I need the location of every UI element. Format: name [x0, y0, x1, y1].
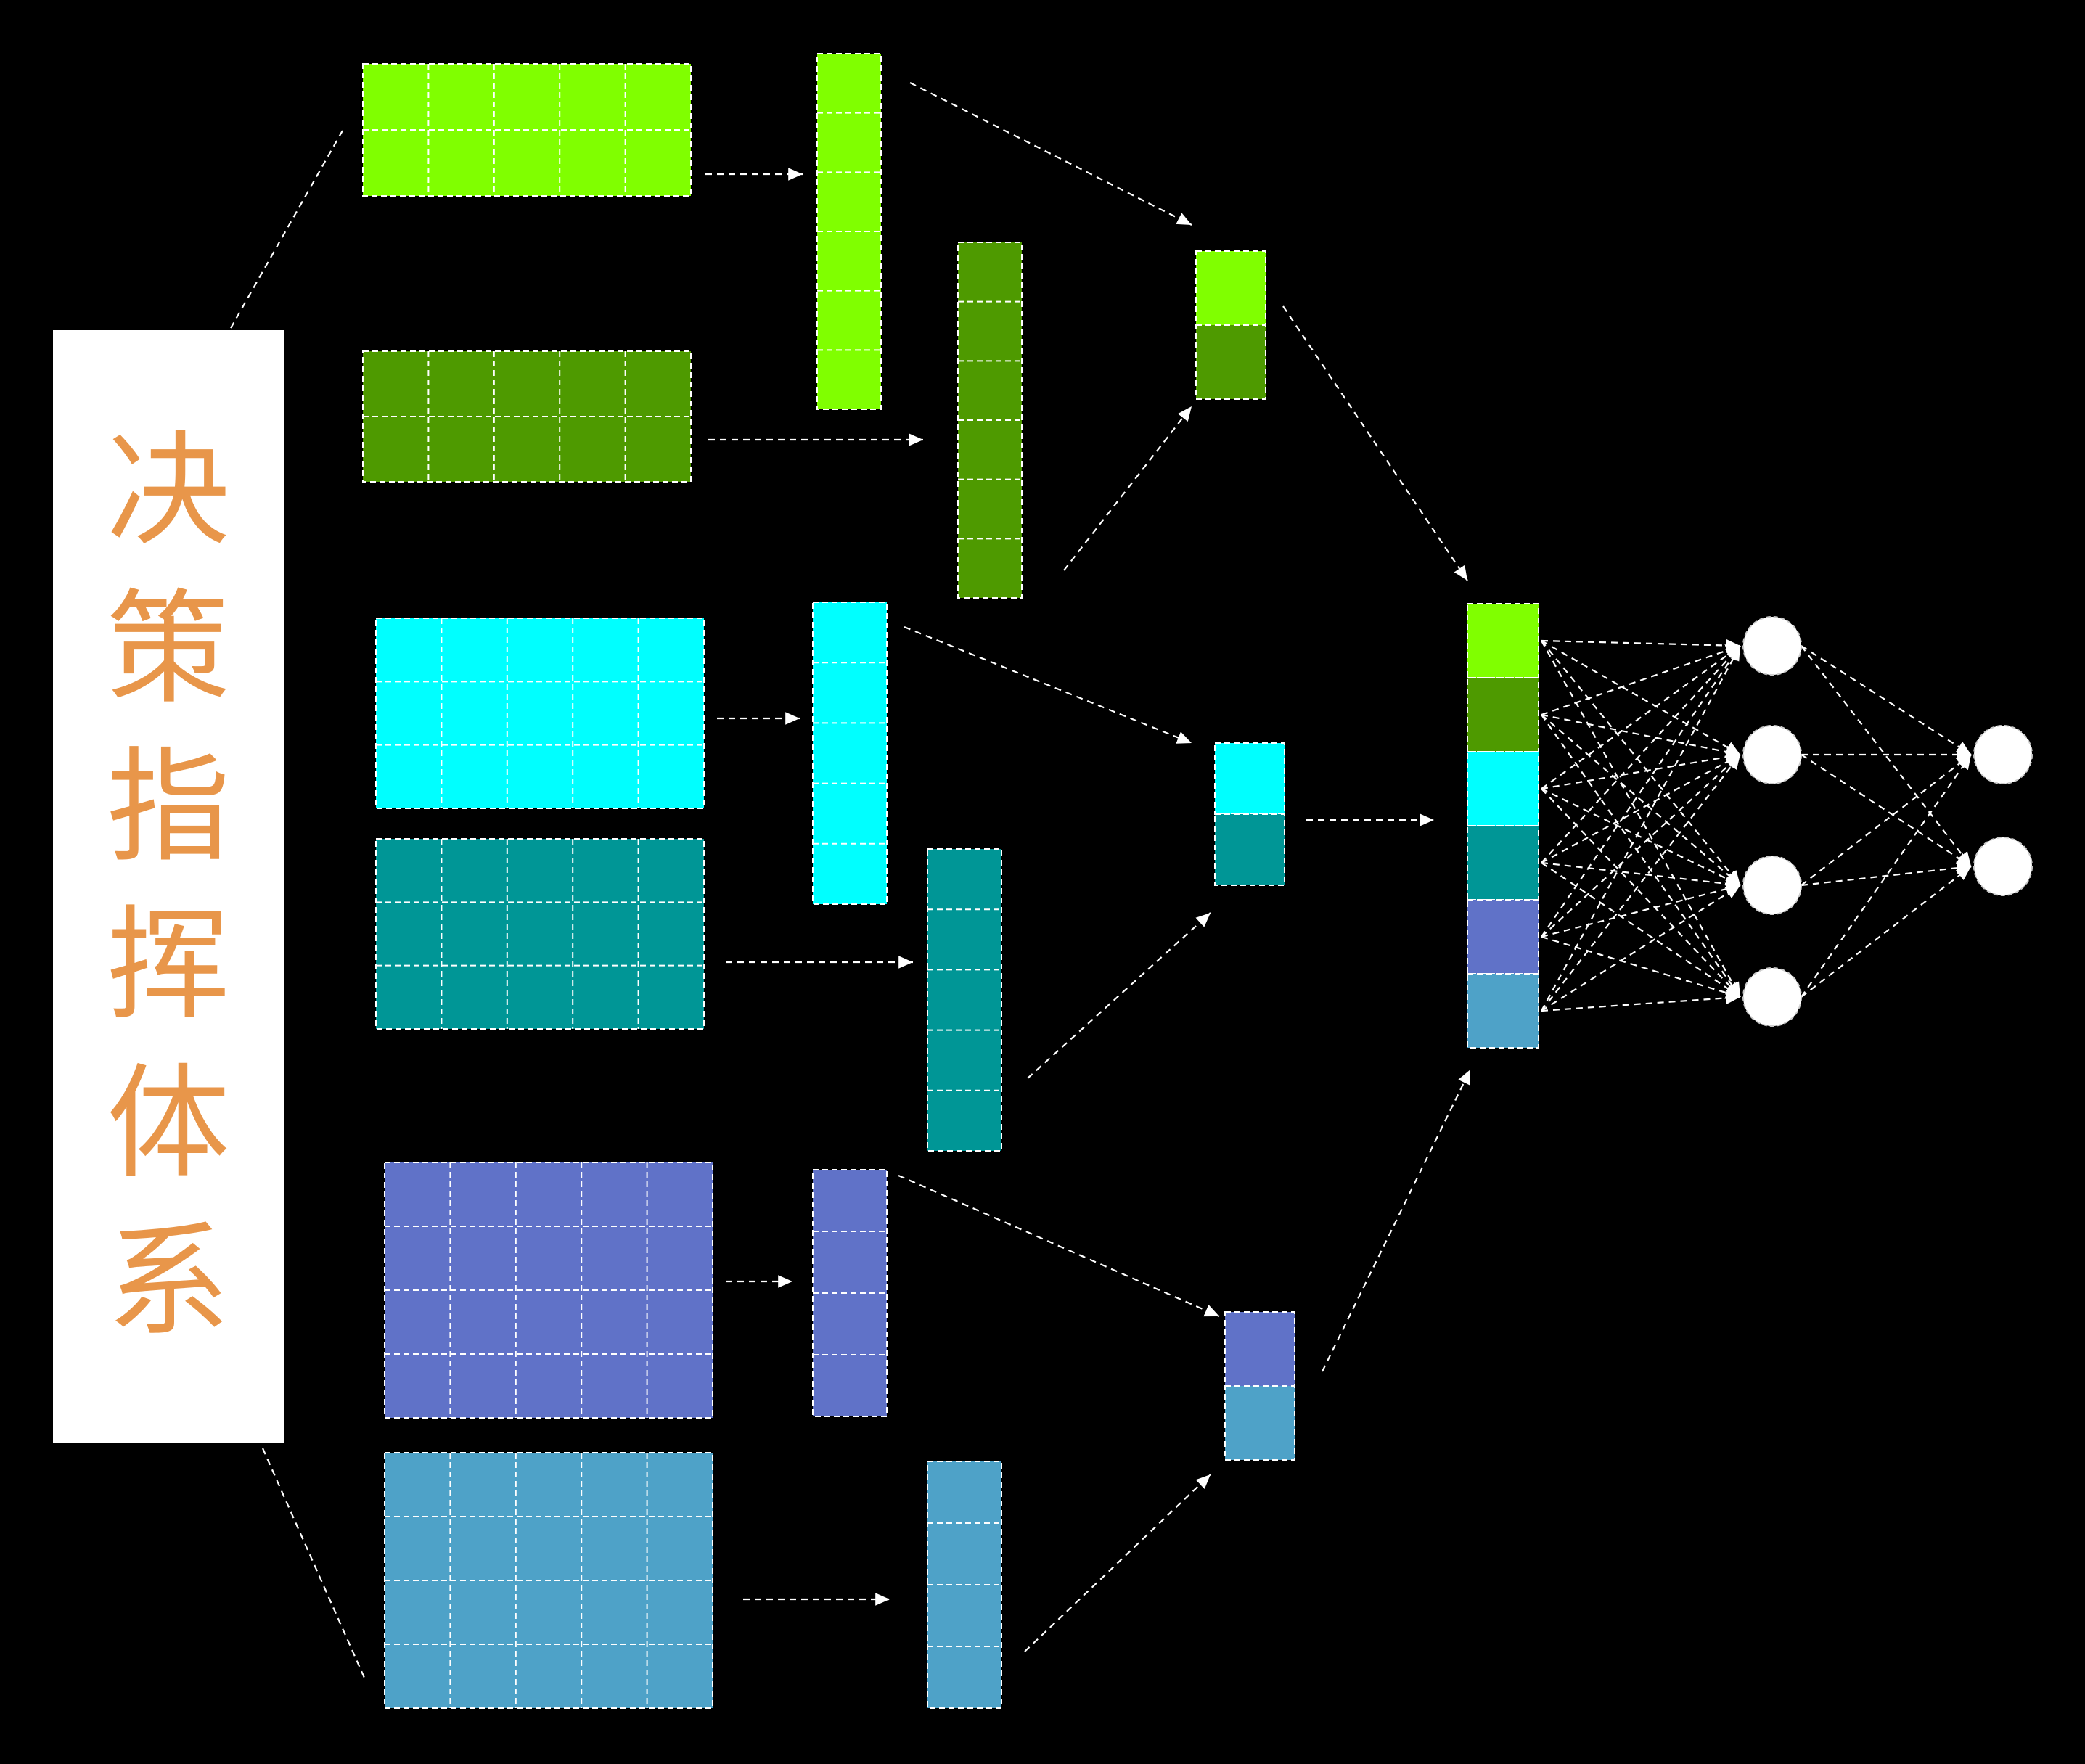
nn-edge — [1541, 788, 1741, 998]
pair-box-cell — [1195, 324, 1266, 400]
pair-box-cell — [1214, 742, 1285, 815]
nn-edge — [1801, 754, 1972, 867]
output-node — [1973, 725, 2033, 784]
pair-box-cell — [1224, 1385, 1295, 1461]
title-char: 指 — [106, 736, 230, 879]
concat-vector-cell — [1467, 899, 1539, 975]
nn-edge — [1801, 645, 1972, 867]
title-char: 决 — [106, 419, 230, 563]
merge-arrow — [1024, 1474, 1211, 1652]
nn-edge — [1801, 861, 1972, 887]
nn-edge — [1541, 861, 1741, 890]
concat-vector-cell — [1467, 825, 1539, 901]
title-char: 策 — [106, 578, 230, 721]
flattened-vector — [927, 848, 1002, 1152]
title-connector — [261, 1448, 366, 1678]
nn-edge — [1541, 644, 1741, 716]
nn-edge — [1541, 645, 1741, 789]
pair-box-cell — [1214, 813, 1285, 886]
nn-edge — [1541, 713, 1741, 758]
nn-edge — [1541, 754, 1741, 938]
concat-vector-cell — [1467, 751, 1539, 826]
nn-edge — [1541, 640, 1741, 886]
concat-vector-cell — [1467, 677, 1539, 752]
nn-edge — [1541, 754, 1741, 1012]
hidden-node — [1742, 725, 1802, 784]
merge-arrow — [904, 625, 1192, 744]
concat-arrow — [1282, 305, 1468, 581]
nn-edge — [1541, 885, 1741, 1012]
feature-matrix — [375, 618, 705, 809]
merge-arrow — [898, 1174, 1220, 1318]
nn-edge — [1541, 640, 1741, 998]
concat-vector-cell — [1467, 603, 1539, 678]
nn-edge — [1541, 991, 1741, 1012]
title-char: 体 — [106, 1052, 230, 1196]
hidden-node — [1742, 967, 1802, 1027]
nn-edge — [1801, 866, 1972, 998]
flattened-vector — [812, 602, 888, 905]
pair-box-cell — [1224, 1311, 1295, 1387]
concat-arrow — [1322, 1069, 1471, 1372]
merge-arrow — [1027, 912, 1211, 1079]
title-connector — [230, 130, 343, 329]
merge-arrow — [1063, 406, 1192, 571]
feature-matrix — [375, 838, 705, 1030]
concat-vector-cell — [1467, 973, 1539, 1049]
pair-box-cell — [1195, 250, 1266, 326]
nn-edge — [1801, 754, 1972, 998]
merge-arrow — [909, 82, 1192, 226]
title-char: 系 — [106, 1210, 230, 1354]
nn-edge — [1541, 754, 1741, 863]
nn-edge — [1541, 645, 1741, 863]
hidden-node — [1742, 856, 1802, 915]
nn-edge — [1801, 754, 1972, 886]
nn-edge — [1541, 788, 1741, 886]
nn-edge — [1801, 645, 1972, 755]
nn-edge — [1541, 639, 1741, 652]
title-char: 挥 — [106, 894, 230, 1038]
nn-edge — [1541, 714, 1741, 886]
nn-edge — [1541, 645, 1741, 938]
title-box: 决 策 指 挥 体 系 — [53, 330, 284, 1443]
output-node — [1973, 837, 2033, 896]
nn-edge — [1541, 640, 1741, 755]
hidden-node — [1742, 616, 1802, 676]
nn-edge — [1541, 862, 1741, 998]
nn-edge — [1541, 750, 1741, 790]
